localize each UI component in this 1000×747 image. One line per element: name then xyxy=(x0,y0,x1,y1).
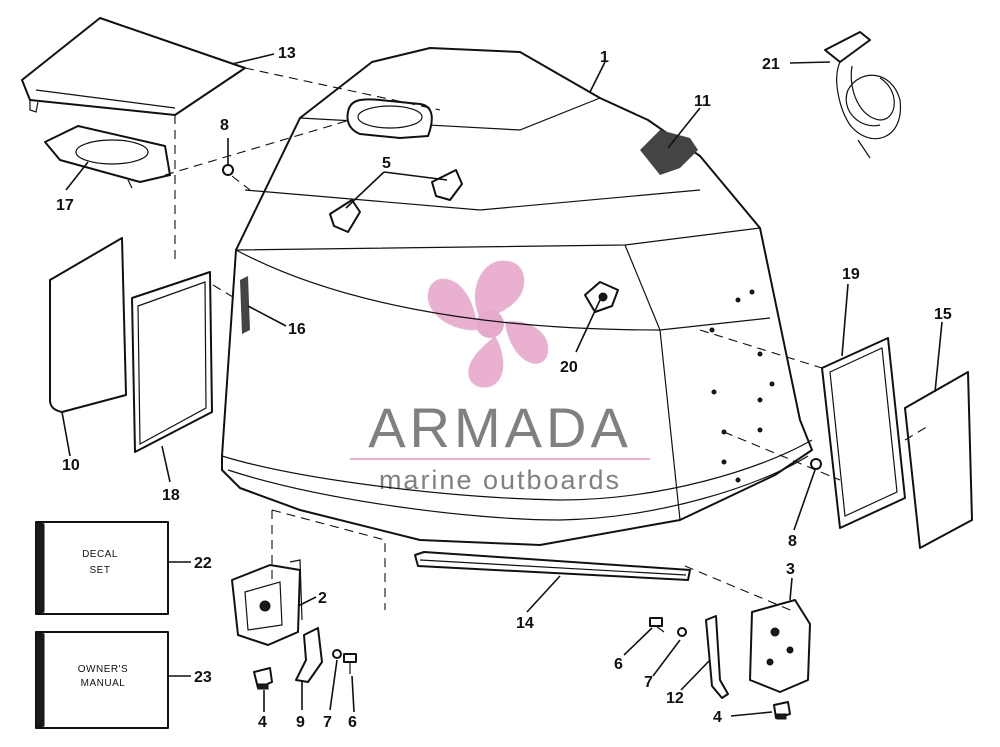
callout-11: 11 xyxy=(694,93,711,110)
cover-patch-11 xyxy=(640,130,698,175)
callout-3: 3 xyxy=(786,561,795,578)
part-6-screw-right xyxy=(649,617,665,633)
callout-6-right: 6 xyxy=(614,656,623,673)
motor-cover xyxy=(221,47,813,546)
watermark-logo: ARMADA marine outboards xyxy=(350,260,650,495)
callout-6-left: 6 xyxy=(348,714,357,731)
part-9-bracket xyxy=(295,627,323,683)
callout-10: 10 xyxy=(62,457,80,474)
part-5-latch-right xyxy=(431,169,463,201)
callout-9: 9 xyxy=(296,714,305,731)
part-6-screw-left xyxy=(343,653,357,674)
manual-box-line1: OWNER'S xyxy=(78,664,128,675)
callout-8-right: 8 xyxy=(788,533,797,550)
part-18-side-panel xyxy=(131,271,213,453)
owners-manual-box: OWNER'S MANUAL xyxy=(35,631,169,729)
callout-8-top: 8 xyxy=(220,117,229,134)
part-7-washer-right xyxy=(677,627,687,637)
callout-17: 17 xyxy=(56,197,74,214)
part-4-bumper-right xyxy=(773,701,791,720)
callout-1: 1 xyxy=(600,49,609,66)
callout-22: 22 xyxy=(194,555,212,572)
callout-16: 16 xyxy=(288,321,306,338)
callout-15: 15 xyxy=(934,306,952,323)
callout-18: 18 xyxy=(162,487,180,504)
cover-side-holes xyxy=(709,289,775,483)
part-8-screw-right xyxy=(810,458,822,470)
callout-13: 13 xyxy=(278,45,296,62)
callout-14: 14 xyxy=(516,615,534,632)
part-15-decal-panel xyxy=(904,371,973,549)
part-5-latch-left xyxy=(329,199,361,233)
callout-5: 5 xyxy=(382,155,391,172)
callout-labels: 1 2 3 4 4 5 6 6 7 7 8 8 9 10 11 12 13 14… xyxy=(56,45,952,731)
part-10-decal-panel xyxy=(49,237,127,413)
callout-4-left: 4 xyxy=(258,714,267,731)
callout-7-left: 7 xyxy=(323,714,332,731)
callout-20: 20 xyxy=(560,359,578,376)
decal-box-line1: DECAL xyxy=(82,549,118,560)
cover-seal-16 xyxy=(240,276,250,334)
part-14-seal-strip xyxy=(414,551,691,581)
callout-7-right: 7 xyxy=(644,674,653,691)
part-13-top-cover xyxy=(21,17,246,116)
propeller-icon xyxy=(427,260,549,388)
callout-19: 19 xyxy=(842,266,860,283)
part-4-bumper-left xyxy=(253,667,273,690)
assembly-guide-lines xyxy=(164,67,931,613)
watermark-tagline: marine outboards xyxy=(379,465,621,495)
callout-12: 12 xyxy=(666,690,684,707)
part-12-bracket xyxy=(705,615,729,699)
part-8-screw-top xyxy=(222,164,234,176)
part-3-latch-plate xyxy=(749,599,811,693)
decal-box-line2: SET xyxy=(90,565,111,576)
watermark-brand: ARMADA xyxy=(368,396,632,459)
part-21-cable xyxy=(824,31,902,159)
callout-4-right: 4 xyxy=(713,709,722,726)
part-2-latch xyxy=(231,559,303,646)
decal-set-box: DECAL SET xyxy=(35,521,169,615)
part-17-gasket xyxy=(44,125,171,189)
part-7-washer-left xyxy=(332,649,342,659)
callout-21: 21 xyxy=(762,56,780,73)
callout-23: 23 xyxy=(194,669,212,686)
part-19-side-panel xyxy=(821,337,906,529)
callout-2: 2 xyxy=(318,590,327,607)
leader-lines xyxy=(61,53,943,717)
manual-box-line2: MANUAL xyxy=(81,678,126,689)
